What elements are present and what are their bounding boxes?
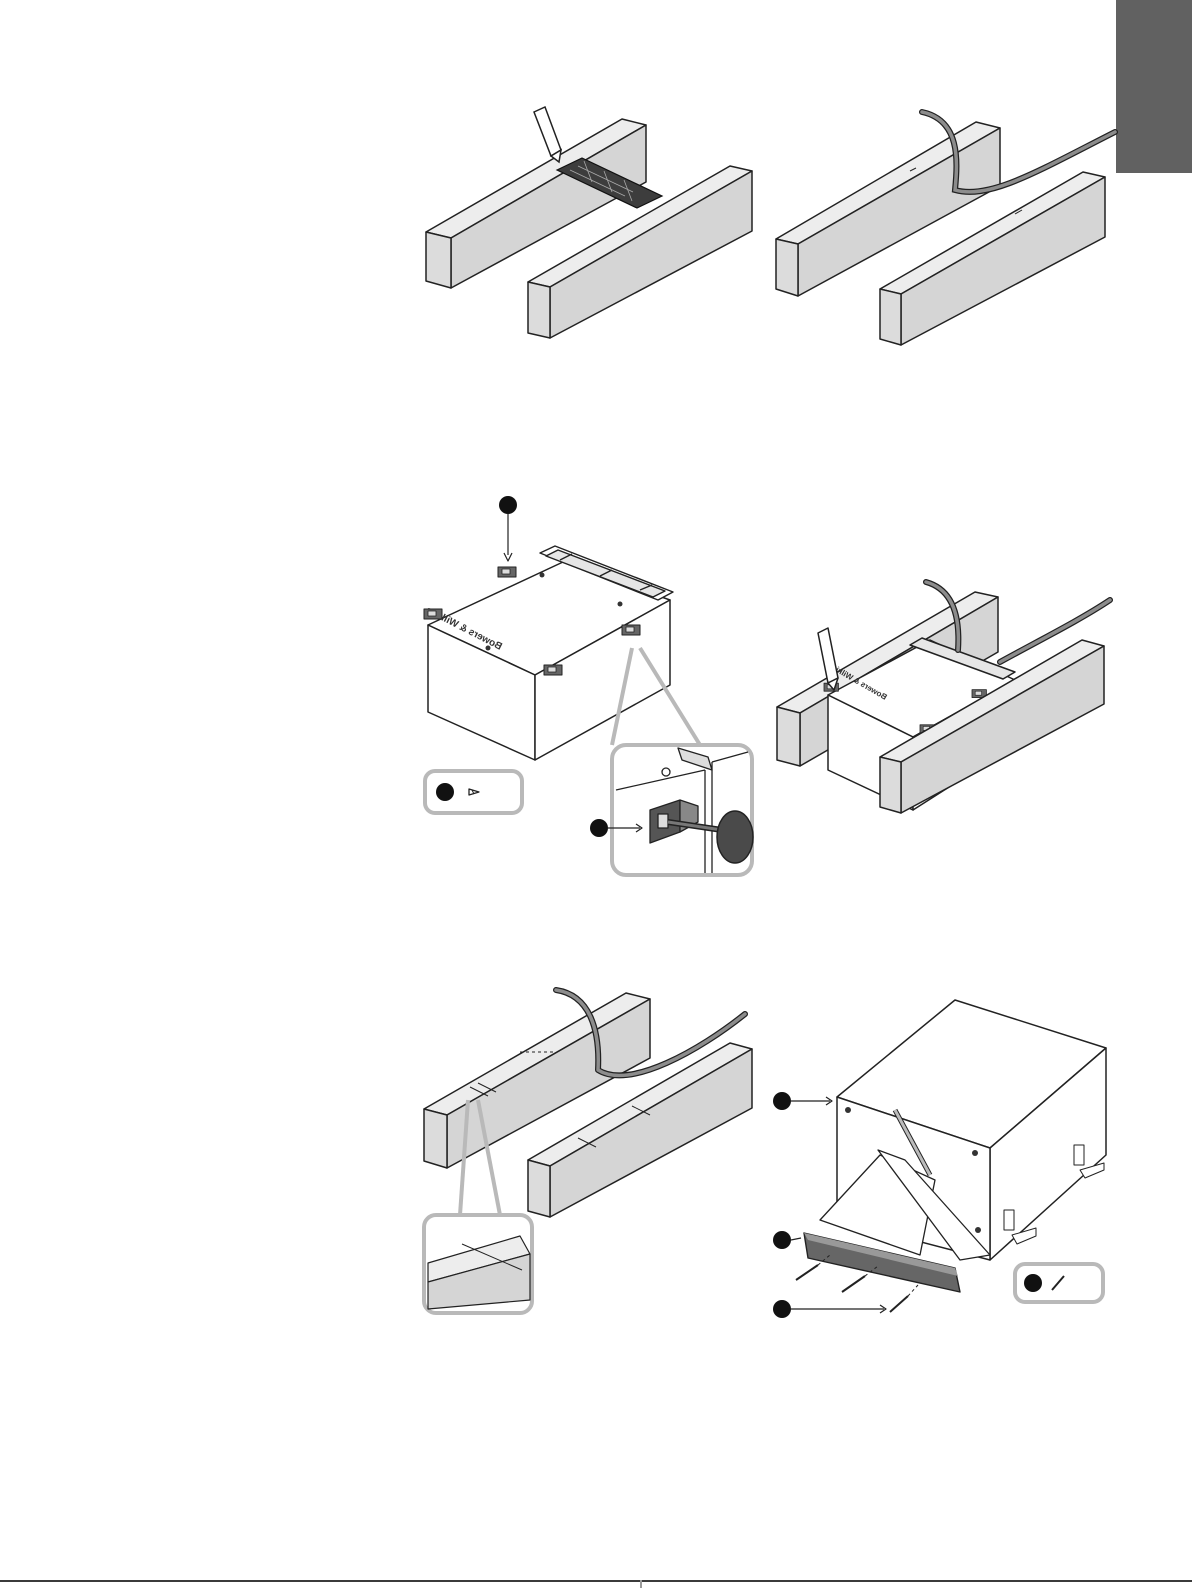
panel-route-cable xyxy=(776,112,1115,345)
panel-mark-template xyxy=(426,107,752,338)
page-bottom-rule xyxy=(0,1580,1192,1588)
back-box xyxy=(428,562,670,760)
panel-cut-notches xyxy=(424,990,752,1313)
panel-wood-strip xyxy=(773,1000,1106,1318)
panel-attach-brackets: Bowers & Wilkins xyxy=(424,496,753,875)
parts-badge-screw xyxy=(425,771,522,813)
callout-marker-top xyxy=(499,496,517,561)
parts-badge-screw xyxy=(1015,1264,1103,1302)
panel-box-in-joists: Bowers & Wilkins xyxy=(777,582,1110,813)
callout-marker-strip xyxy=(773,1231,801,1249)
callout-marker-box xyxy=(773,1092,832,1110)
pencil-icon xyxy=(534,107,561,162)
gutter-mark xyxy=(640,1580,642,1588)
callout-marker-screws xyxy=(773,1300,886,1318)
